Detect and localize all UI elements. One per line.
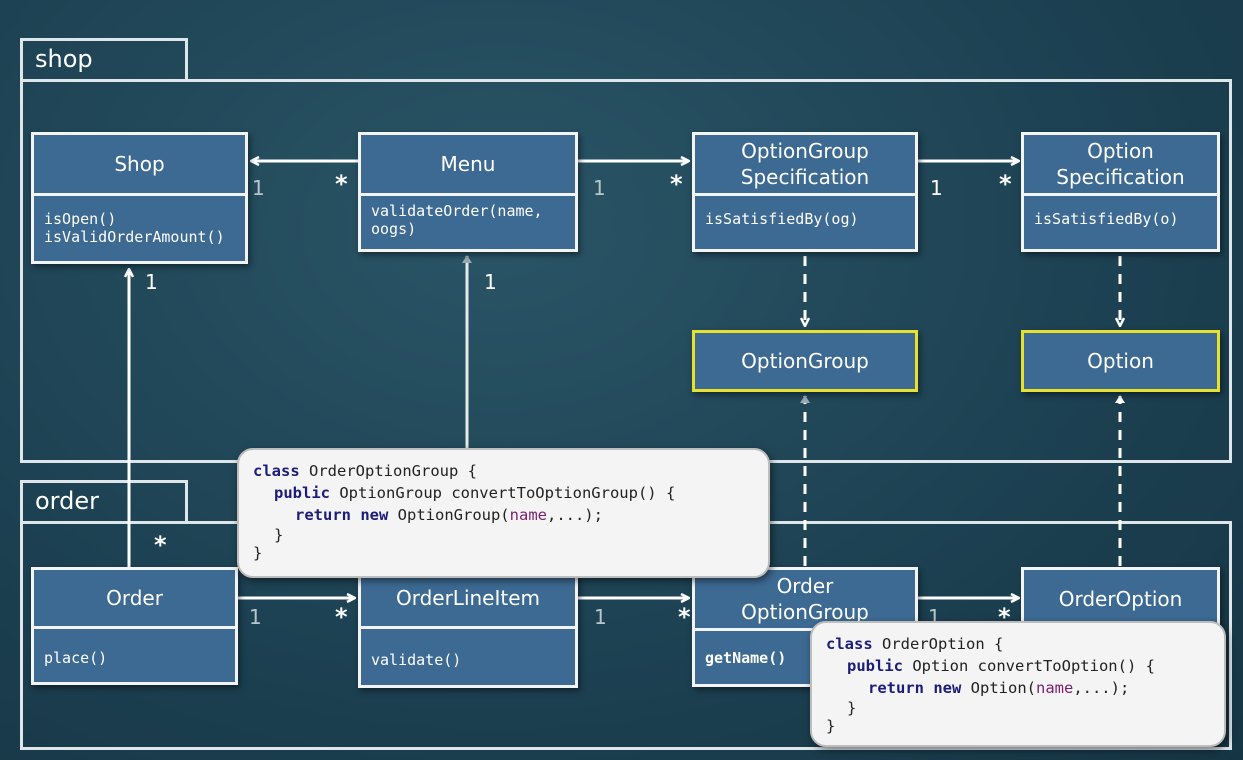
class-menu-ops: validateOrder(name, oogs) bbox=[361, 193, 575, 244]
package-tab-order: order bbox=[20, 480, 188, 523]
package-label-order: order bbox=[35, 487, 99, 515]
class-optiongroup[interactable]: OptionGroup bbox=[692, 330, 918, 392]
class-shop-name: Shop bbox=[114, 152, 165, 176]
code-line-2: public OptionGroup convertToOptionGroup(… bbox=[274, 484, 676, 502]
class-orderlineitem[interactable]: OrderLineItem validate() bbox=[358, 567, 578, 688]
package-label-shop: shop bbox=[35, 45, 93, 73]
mult-order-oli-star: * bbox=[335, 603, 348, 631]
mult-order-shop-star: * bbox=[154, 531, 167, 559]
class-orderlineitem-name: OrderLineItem bbox=[395, 586, 541, 610]
class-menu[interactable]: Menu validateOrder(name, oogs) bbox=[358, 132, 578, 252]
code-line-3: return new Option(name,...); bbox=[868, 679, 1130, 697]
mult-shop-menu-star: * bbox=[335, 170, 348, 198]
code-line-3: return new OptionGroup(name,...); bbox=[295, 506, 603, 524]
class-orderlineitem-ops: validate() bbox=[361, 626, 575, 675]
class-option[interactable]: Option bbox=[1021, 330, 1220, 392]
code-line-2: public Option convertToOption() { bbox=[847, 657, 1155, 675]
package-tab-shop: shop bbox=[20, 38, 188, 81]
code-callout-orderoptiongroup: class OrderOptionGroup { public OptionGr… bbox=[237, 448, 770, 578]
mult-ogspec-ospec-1: 1 bbox=[930, 176, 943, 200]
class-option-specification[interactable]: Option Specification isSatisfiedBy(o) bbox=[1021, 132, 1220, 252]
class-shop-ops: isOpen() isValidOrderAmount() bbox=[34, 193, 245, 252]
class-orderoptiongroup-name: Order OptionGroup bbox=[741, 574, 869, 624]
mult-menu-ogspec-star: * bbox=[670, 170, 683, 198]
class-ogspec-name: OptionGroup Specification bbox=[740, 139, 870, 189]
class-optiongroup-name: OptionGroup bbox=[741, 349, 869, 373]
class-order[interactable]: Order place() bbox=[31, 567, 238, 685]
mult-menu-ogspec-1: 1 bbox=[593, 176, 606, 200]
class-optiongroup-specification[interactable]: OptionGroup Specification isSatisfiedBy(… bbox=[692, 132, 918, 252]
mult-shop-menu-1: 1 bbox=[252, 176, 265, 200]
mult-oli-oog-star: * bbox=[678, 603, 691, 631]
mult-oli-menu-1: 1 bbox=[484, 270, 497, 294]
code-callout-orderoption: class OrderOption { public Option conver… bbox=[810, 621, 1226, 747]
class-order-ops: place() bbox=[34, 626, 235, 673]
class-menu-name: Menu bbox=[440, 152, 496, 176]
code-line-4: } bbox=[847, 699, 857, 717]
code-line-5: } bbox=[826, 717, 836, 735]
code-line-1: class OrderOption { bbox=[826, 635, 1004, 653]
code-line-5: } bbox=[253, 544, 263, 562]
mult-order-oli-1: 1 bbox=[249, 605, 262, 629]
class-orderoption-name: OrderOption bbox=[1058, 587, 1183, 611]
class-order-name: Order bbox=[106, 586, 163, 610]
mult-order-shop-1: 1 bbox=[145, 270, 158, 294]
mult-oli-oog-1: 1 bbox=[594, 605, 607, 629]
class-ogspec-ops: isSatisfiedBy(og) bbox=[695, 193, 915, 234]
class-shop[interactable]: Shop isOpen() isValidOrderAmount() bbox=[31, 132, 248, 264]
class-ospec-ops: isSatisfiedBy(o) bbox=[1024, 193, 1217, 234]
mult-ogspec-ospec-star: * bbox=[999, 170, 1012, 198]
code-line-1: class OrderOptionGroup { bbox=[253, 462, 477, 480]
class-option-name: Option bbox=[1087, 349, 1154, 373]
code-line-4: } bbox=[274, 526, 284, 544]
class-orderoptiongroup-ops: getName() bbox=[695, 628, 915, 673]
class-ospec-name: Option Specification bbox=[1056, 139, 1185, 189]
